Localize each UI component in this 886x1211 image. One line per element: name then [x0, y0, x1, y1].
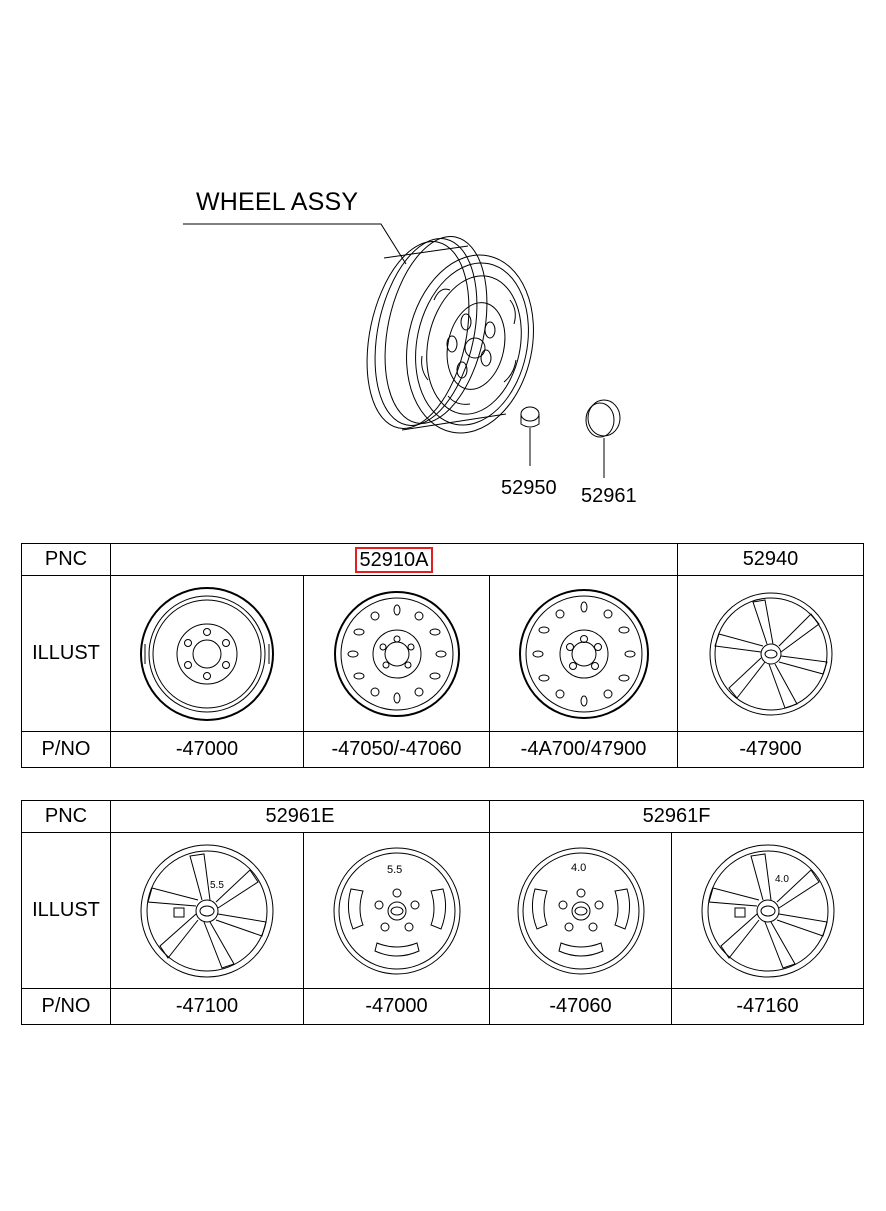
pnc-cell-52910a[interactable]: 52910A [110, 543, 678, 576]
size-badge: 5.5 [210, 880, 224, 891]
illust-cell [489, 575, 678, 732]
wheel-cover-spoke-icon: 5.5 [140, 844, 274, 977]
row-label-pno: P/NO [21, 731, 111, 768]
pnc-cell-52961f[interactable]: 52961F [489, 800, 864, 833]
pnc-cell-52961e[interactable]: 52961E [110, 800, 490, 833]
pno-cell[interactable]: -47000 [303, 988, 490, 1025]
pno-cell[interactable]: -47060 [489, 988, 672, 1025]
callout-52961: 52961 [581, 485, 637, 507]
wheel-cover-spoke-icon: 4.0 [701, 844, 834, 977]
row-label-pno: P/NO [21, 988, 111, 1025]
illust-cell [110, 575, 304, 732]
illust-cell: 5.5 [303, 832, 490, 989]
lug-nut-icon [520, 406, 540, 466]
steel-wheel-plain-icon [140, 586, 274, 721]
illust-row: ILLUST [21, 575, 864, 732]
steel-wheel-slotted-icon [333, 590, 460, 717]
wheel-cover-slot-icon: 4.0 [517, 847, 644, 974]
row-label-illust: ILLUST [21, 575, 111, 732]
pno-cell[interactable]: -47050/-47060 [303, 731, 490, 768]
illust-row: ILLUST 5.5 [21, 832, 864, 989]
row-label-illust: ILLUST [21, 832, 111, 989]
pno-row: P/NO -47000 -47050/-47060 -4A700/47900 -… [21, 731, 864, 768]
illust-cell: 5.5 [110, 832, 304, 989]
pnc-row: PNC 52910A 52940 [21, 543, 864, 576]
pno-cell[interactable]: -47000 [110, 731, 304, 768]
illust-cell: 4.0 [489, 832, 672, 989]
callout-52950: 52950 [501, 477, 557, 499]
pno-cell[interactable]: -47100 [110, 988, 304, 1025]
size-badge: 4.0 [775, 874, 789, 885]
row-label-pnc: PNC [21, 800, 111, 833]
alloy-wheel-7-spoke-icon [709, 592, 832, 715]
size-badge: 4.0 [571, 862, 586, 874]
wheel-cover-slot-icon: 5.5 [333, 847, 460, 974]
steel-wheel-slotted-icon [518, 588, 649, 719]
wheel-assembly-diagram [183, 223, 621, 478]
pno-cell[interactable]: -47160 [671, 988, 864, 1025]
hub-cap-icon [585, 399, 621, 478]
size-badge: 5.5 [387, 864, 402, 876]
illust-cell: 4.0 [671, 832, 864, 989]
wheel-rim-icon [366, 236, 534, 434]
title-leader-line [183, 223, 407, 265]
pnc-cell-52940[interactable]: 52940 [677, 543, 864, 576]
pno-row: P/NO -47100 -47000 -47060 -47160 [21, 988, 864, 1025]
row-label-pnc: PNC [21, 543, 111, 576]
pnc-highlight[interactable]: 52910A [354, 546, 434, 573]
pnc-row: PNC 52961E 52961F [21, 800, 864, 833]
parts-table-1: PNC 52910A 52940 ILLUST [21, 543, 864, 768]
illust-cell [303, 575, 490, 732]
pno-cell[interactable]: -4A700/47900 [489, 731, 678, 768]
illust-cell [677, 575, 864, 732]
parts-table-2: PNC 52961E 52961F ILLUST 5.5 [21, 800, 864, 1025]
pno-cell[interactable]: -47900 [677, 731, 864, 768]
diagram-title: WHEEL ASSY [196, 188, 359, 216]
